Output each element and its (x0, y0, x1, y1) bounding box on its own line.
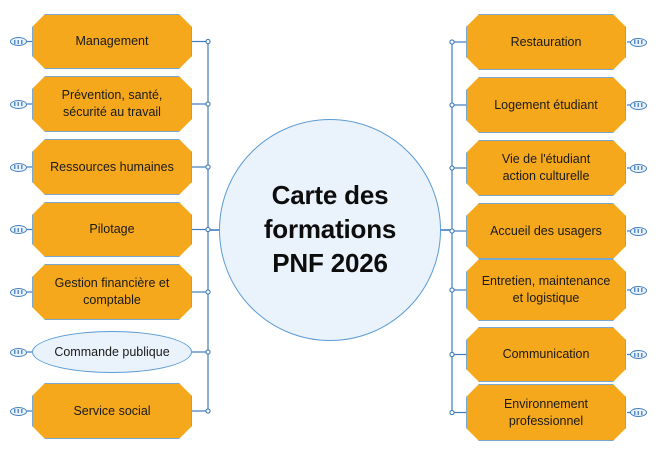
left-node-1[interactable]: Management (32, 14, 192, 69)
left-node-2-label-line-2: sécurité au travail (63, 105, 161, 119)
right-node-4[interactable]: Accueil des usagers (466, 203, 626, 259)
left-node-4[interactable]: Pilotage (32, 202, 192, 257)
left-node-3-label: Ressources humaines (50, 159, 174, 176)
left-node-7-label: Service social (73, 403, 150, 420)
right-node-5-label: Entretien, maintenance et logistique (482, 273, 611, 307)
left-collapse-badge-2[interactable] (10, 99, 27, 109)
right-node-5-label-line-1: Entretien, maintenance (481, 274, 611, 289)
right-node-3-label-line-2: action culturelle (502, 169, 590, 183)
right-node-7-label: Environnement professionnel (504, 396, 588, 430)
left-node-5-label-line-1: Gestion financière et (54, 276, 170, 291)
right-node-7-label-line-1: Environnement (503, 396, 589, 411)
right-collapse-badge-5[interactable] (630, 285, 647, 295)
central-title-line-1: Carte des (271, 180, 389, 211)
right-node-1-label: Restauration (511, 34, 582, 51)
right-collapse-badge-4[interactable] (630, 226, 647, 236)
left-node-4-label-line-1: Pilotage (89, 222, 135, 237)
right-node-4-label: Accueil des usagers (490, 223, 602, 240)
left-collapse-badge-4[interactable] (10, 225, 27, 234)
left-node-5[interactable]: Gestion financière et comptable (32, 264, 192, 320)
left-node-7-label-line-1: Service social (73, 403, 151, 418)
left-node-1-label-line-1: Management (75, 34, 149, 49)
right-node-5-label-line-2: et logistique (512, 291, 580, 305)
right-collapse-badge-1[interactable] (630, 37, 647, 47)
right-node-1-label-line-1: Restauration (510, 34, 582, 49)
left-node-6[interactable]: Commande publique (32, 331, 192, 373)
right-collapse-badge-3[interactable] (630, 163, 647, 173)
right-node-6-label-line-1: Communication (502, 347, 590, 362)
right-node-4-label-line-1: Accueil des usagers (490, 223, 602, 238)
left-collapse-badge-3[interactable] (10, 162, 27, 172)
left-node-1-label: Management (76, 33, 149, 50)
left-collapse-badge-5[interactable] (10, 287, 27, 297)
left-collapse-badge-7[interactable] (10, 406, 27, 416)
right-node-2-label: Logement étudiant (494, 97, 598, 114)
left-collapse-badge-1[interactable] (10, 37, 27, 46)
right-node-3[interactable]: Vie de l'étudiant action culturelle (466, 140, 626, 196)
right-node-1[interactable]: Restauration (466, 14, 626, 70)
right-node-2[interactable]: Logement étudiant (466, 77, 626, 133)
left-node-3[interactable]: Ressources humaines (32, 139, 192, 195)
left-node-2[interactable]: Prévention, santé, sécurité au travail (32, 76, 192, 132)
right-node-3-label-line-1: Vie de l'étudiant (501, 152, 591, 167)
right-node-3-label: Vie de l'étudiant action culturelle (502, 151, 590, 185)
left-collapse-badge-6[interactable] (10, 347, 27, 357)
left-node-2-label: Prévention, santé, sécurité au travail (62, 87, 163, 121)
right-collapse-badge-6[interactable] (630, 350, 647, 359)
right-collapse-badge-7[interactable] (630, 408, 647, 417)
left-node-6-label: Commande publique (54, 344, 169, 361)
left-node-5-label: Gestion financière et comptable (55, 275, 170, 309)
right-collapse-badge-2[interactable] (630, 100, 647, 110)
left-node-4-label: Pilotage (89, 221, 134, 238)
left-node-5-label-line-2: comptable (83, 293, 141, 307)
right-node-6[interactable]: Communication (466, 327, 626, 382)
central-title-line-3: PNF 2026 (272, 247, 388, 278)
left-node-3-label-line-1: Ressources humaines (50, 159, 174, 174)
right-node-7-label-line-2: professionnel (508, 413, 584, 428)
left-node-7[interactable]: Service social (32, 383, 192, 439)
right-node-2-label-line-1: Logement étudiant (494, 97, 598, 112)
left-node-6-label-line-1: Commande publique (54, 344, 170, 359)
central-topic[interactable]: Carte des formations PNF 2026 (219, 119, 441, 341)
left-node-2-label-line-1: Prévention, santé, (61, 88, 163, 103)
right-node-5[interactable]: Entretien, maintenance et logistique (466, 259, 626, 321)
right-node-7[interactable]: Environnement professionnel (466, 384, 626, 441)
central-title-line-2: formations (263, 214, 397, 245)
central-topic-title: Carte des formations PNF 2026 (263, 179, 397, 280)
right-node-6-label: Communication (503, 346, 590, 363)
